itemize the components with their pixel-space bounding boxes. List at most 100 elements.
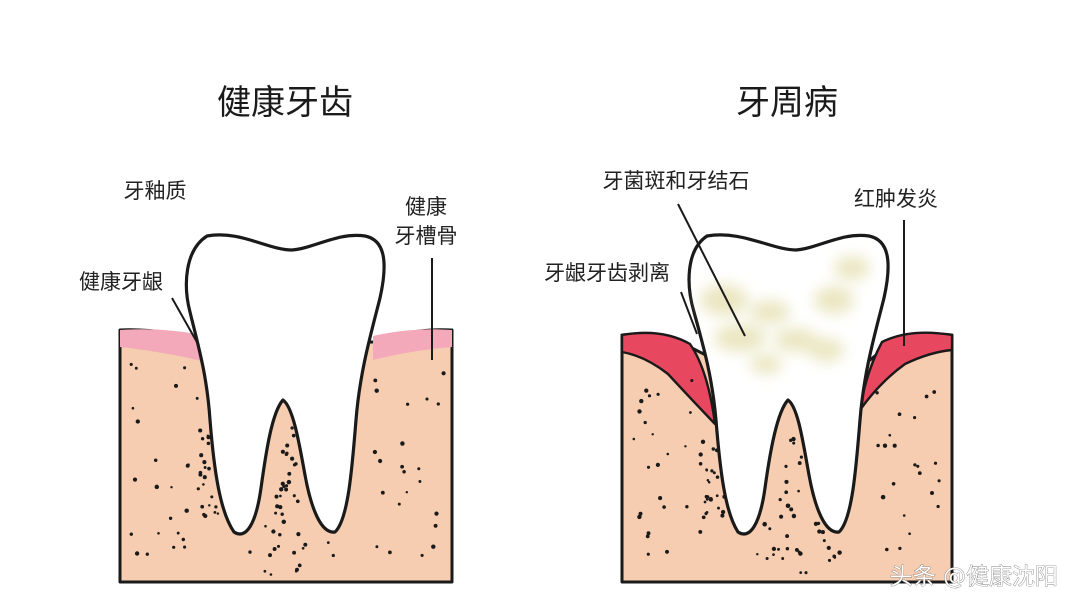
recession-pointer [680,291,698,335]
healthy-tooth [184,233,386,536]
bone-dot [275,504,280,509]
bone-dot [303,542,308,547]
bone-dot [290,456,295,461]
bone-dot [195,396,199,400]
bone-dot [280,512,284,516]
bone-dot [768,527,772,531]
bone-dot [913,463,917,467]
bone-dot [173,383,179,388]
bone-dot [710,469,714,473]
bone-dot [134,551,140,556]
bone-dot [720,513,725,518]
bone-dot [397,502,401,506]
bone-dot [418,480,422,483]
bone-dot [203,466,207,469]
bone-dot [291,433,296,438]
bone-dot [153,458,158,463]
bone-dot [632,437,636,441]
bone-dot [295,499,300,504]
bone-dot [441,371,446,376]
bone-dot [375,545,379,549]
bone-dot [214,505,218,509]
bone-dot [826,545,831,550]
bone-dot [799,571,803,574]
bone-dot [145,552,149,556]
bone-dot [880,494,886,500]
bone-dot [294,462,298,466]
bone-dot [699,462,702,466]
bone-dot [436,402,440,406]
bone-dot [797,461,802,466]
bone-dot [269,573,273,576]
bone-dot [804,571,808,575]
bone-dot [704,494,709,499]
healthy-gum-pointer [171,297,199,345]
bone-dot [797,489,800,493]
label-recession: 牙龈牙齿剥离 [544,261,670,285]
disease-panel: 牙周病 牙菌斑和牙结石 红肿发炎 牙龈牙齿剥离 [544,83,954,584]
bone-dot [296,532,301,537]
bone-dot [647,394,652,398]
bone-dot [646,465,651,469]
bone-dot [292,494,296,498]
bone-dot [200,437,205,441]
bone-dot [417,467,421,471]
bone-dot [820,530,825,535]
bone-dot [183,545,187,549]
label-healthy-bone-1: 健康 [405,195,447,219]
bone-dot [129,362,133,366]
bone-dot [400,464,404,469]
label-inflamed: 红肿发炎 [854,187,938,211]
bone-dot [639,398,644,404]
bone-dot [198,428,203,433]
bone-dot [433,523,438,528]
bone-dot [405,490,409,494]
bone-dot [646,531,651,536]
bone-dot [276,544,281,548]
bone-dot [784,464,788,469]
bone-dot [280,481,285,486]
bone-dot [287,471,292,476]
bone-dot [263,569,267,573]
bone-dot [778,497,782,502]
bone-dot [131,406,135,410]
bone-dot [665,549,669,554]
bone-dot [876,443,880,448]
bone-dot [199,453,204,458]
bone-dot [685,505,689,509]
healthy-gum-left [120,329,206,362]
bone-dot [183,366,187,370]
bone-dot [791,513,797,519]
bone-dot [658,496,663,501]
bone-dot [202,475,207,480]
bone-dot [898,546,902,551]
bone-dot [656,392,660,396]
bone-dot [897,412,902,417]
disease-title: 牙周病 [736,83,838,123]
bone-dot [292,550,297,555]
bone-dot [707,480,711,484]
bone-dot [913,416,917,420]
bone-dot [374,388,379,393]
bone-dot [762,521,767,527]
bone-dot [891,481,896,486]
bone-dot [817,529,822,534]
bone-dot [932,390,937,394]
bone-dot [637,409,642,414]
bone-dot [777,547,780,551]
bone-dot [202,512,206,517]
bone-dot [168,516,173,521]
bone-dot [282,484,286,489]
bone-dot [378,458,383,464]
bone-dot [181,537,186,542]
bone-dot [213,510,217,514]
plaque-pointer [677,203,746,337]
bone-dot [637,514,642,520]
bone-dot [132,477,138,482]
bone-dot [431,544,436,549]
bone-dot [372,449,378,455]
bone-dot [176,531,180,535]
bone-dot [272,547,277,551]
bone-dot [666,452,670,456]
